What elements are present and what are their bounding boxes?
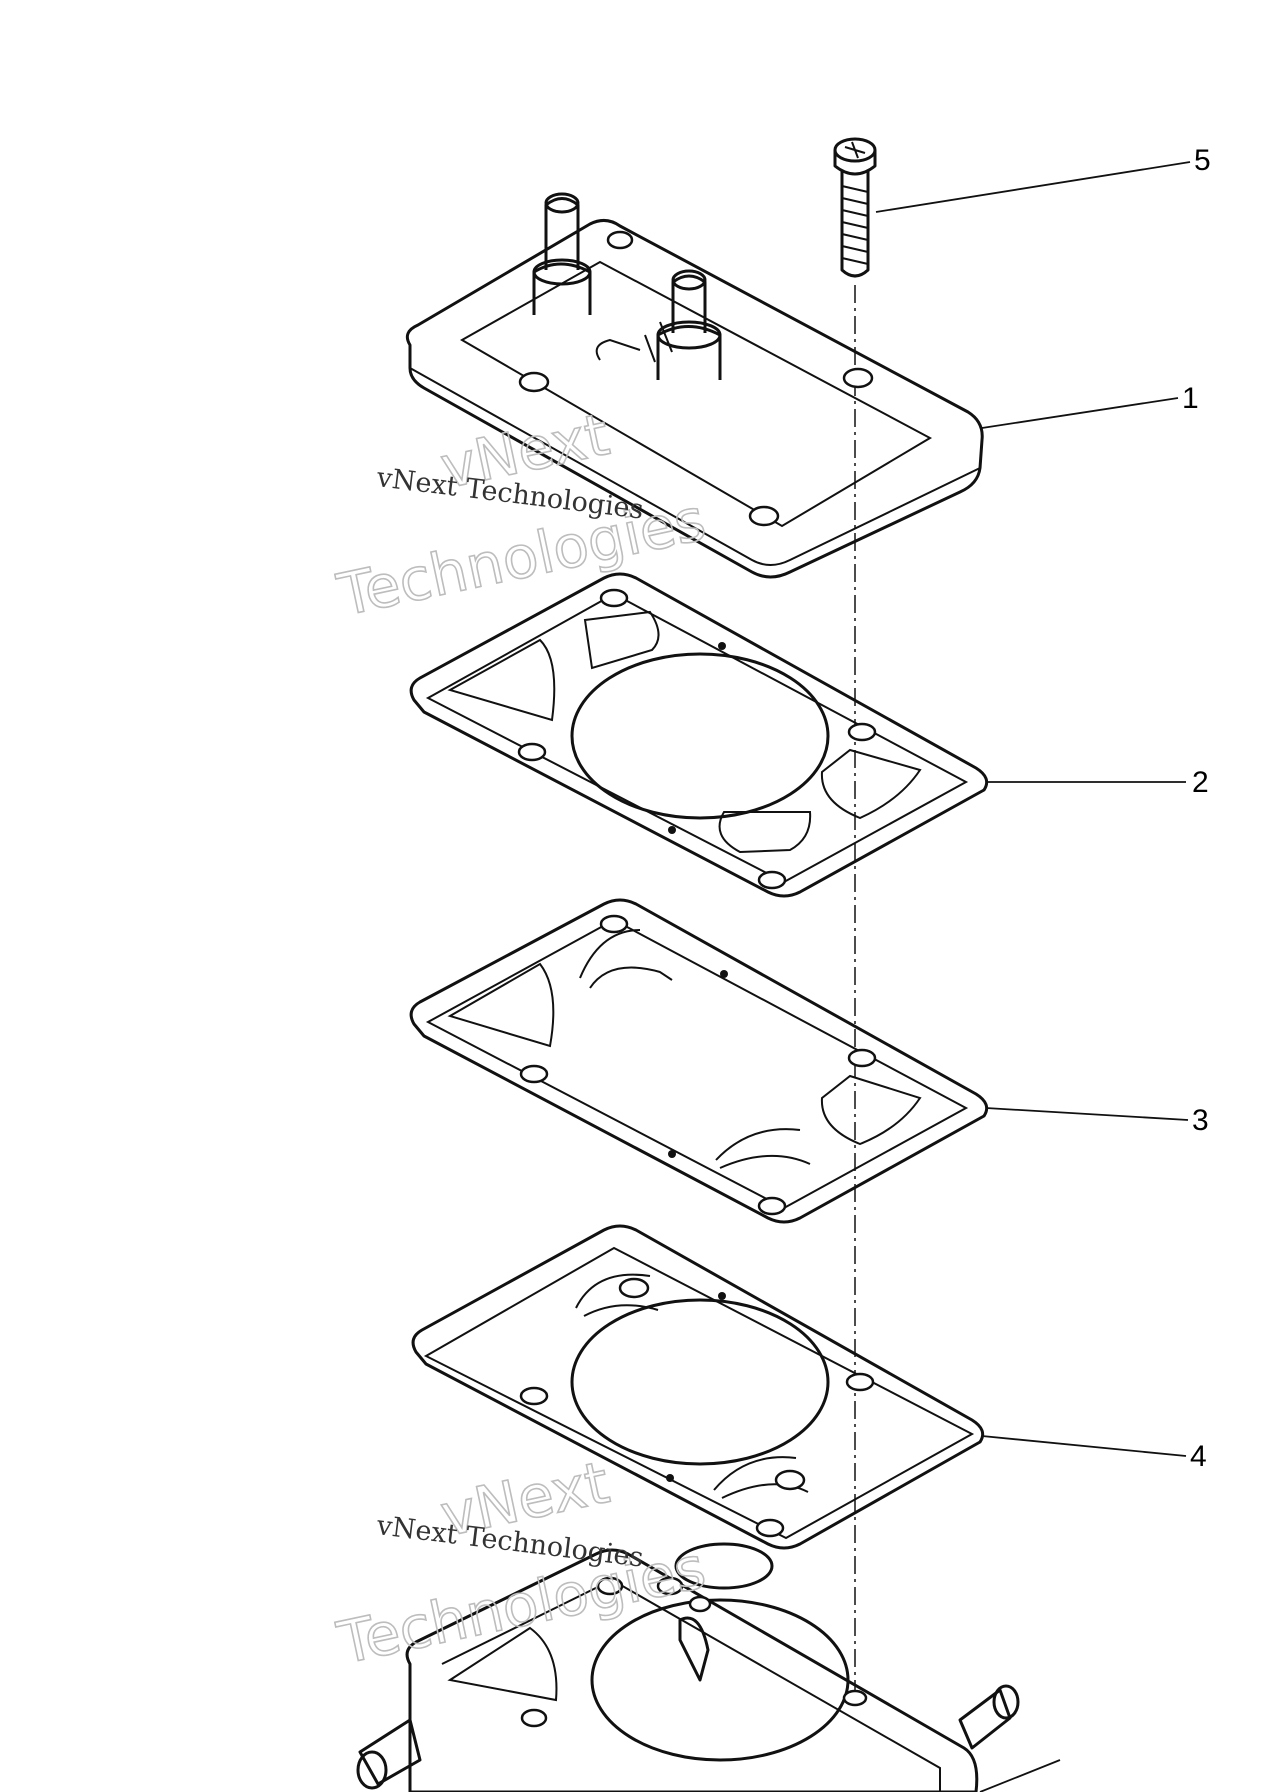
callout-2: 2 (1192, 766, 1209, 799)
callout-3: 3 (1192, 1104, 1209, 1137)
leader-line-5 (875, 161, 1191, 213)
leader-line-body (979, 1759, 1061, 1792)
pump-body-icon (356, 1542, 1020, 1792)
leader-line-4 (981, 1435, 1187, 1457)
callout-1: 1 (1182, 382, 1199, 415)
diaphragm-icon (411, 1224, 985, 1550)
diaphragm-plate-icon (409, 898, 989, 1224)
pump-cover-icon (405, 192, 984, 579)
watermark-top: vNext Technologies vNext Technologies (331, 399, 712, 630)
callout-5: 5 (1194, 144, 1211, 177)
callout-4: 4 (1190, 1440, 1207, 1473)
screw-icon (833, 137, 877, 278)
leader-line-1 (981, 397, 1179, 429)
gasket-icon (409, 572, 989, 898)
leader-line-3 (985, 1107, 1189, 1121)
